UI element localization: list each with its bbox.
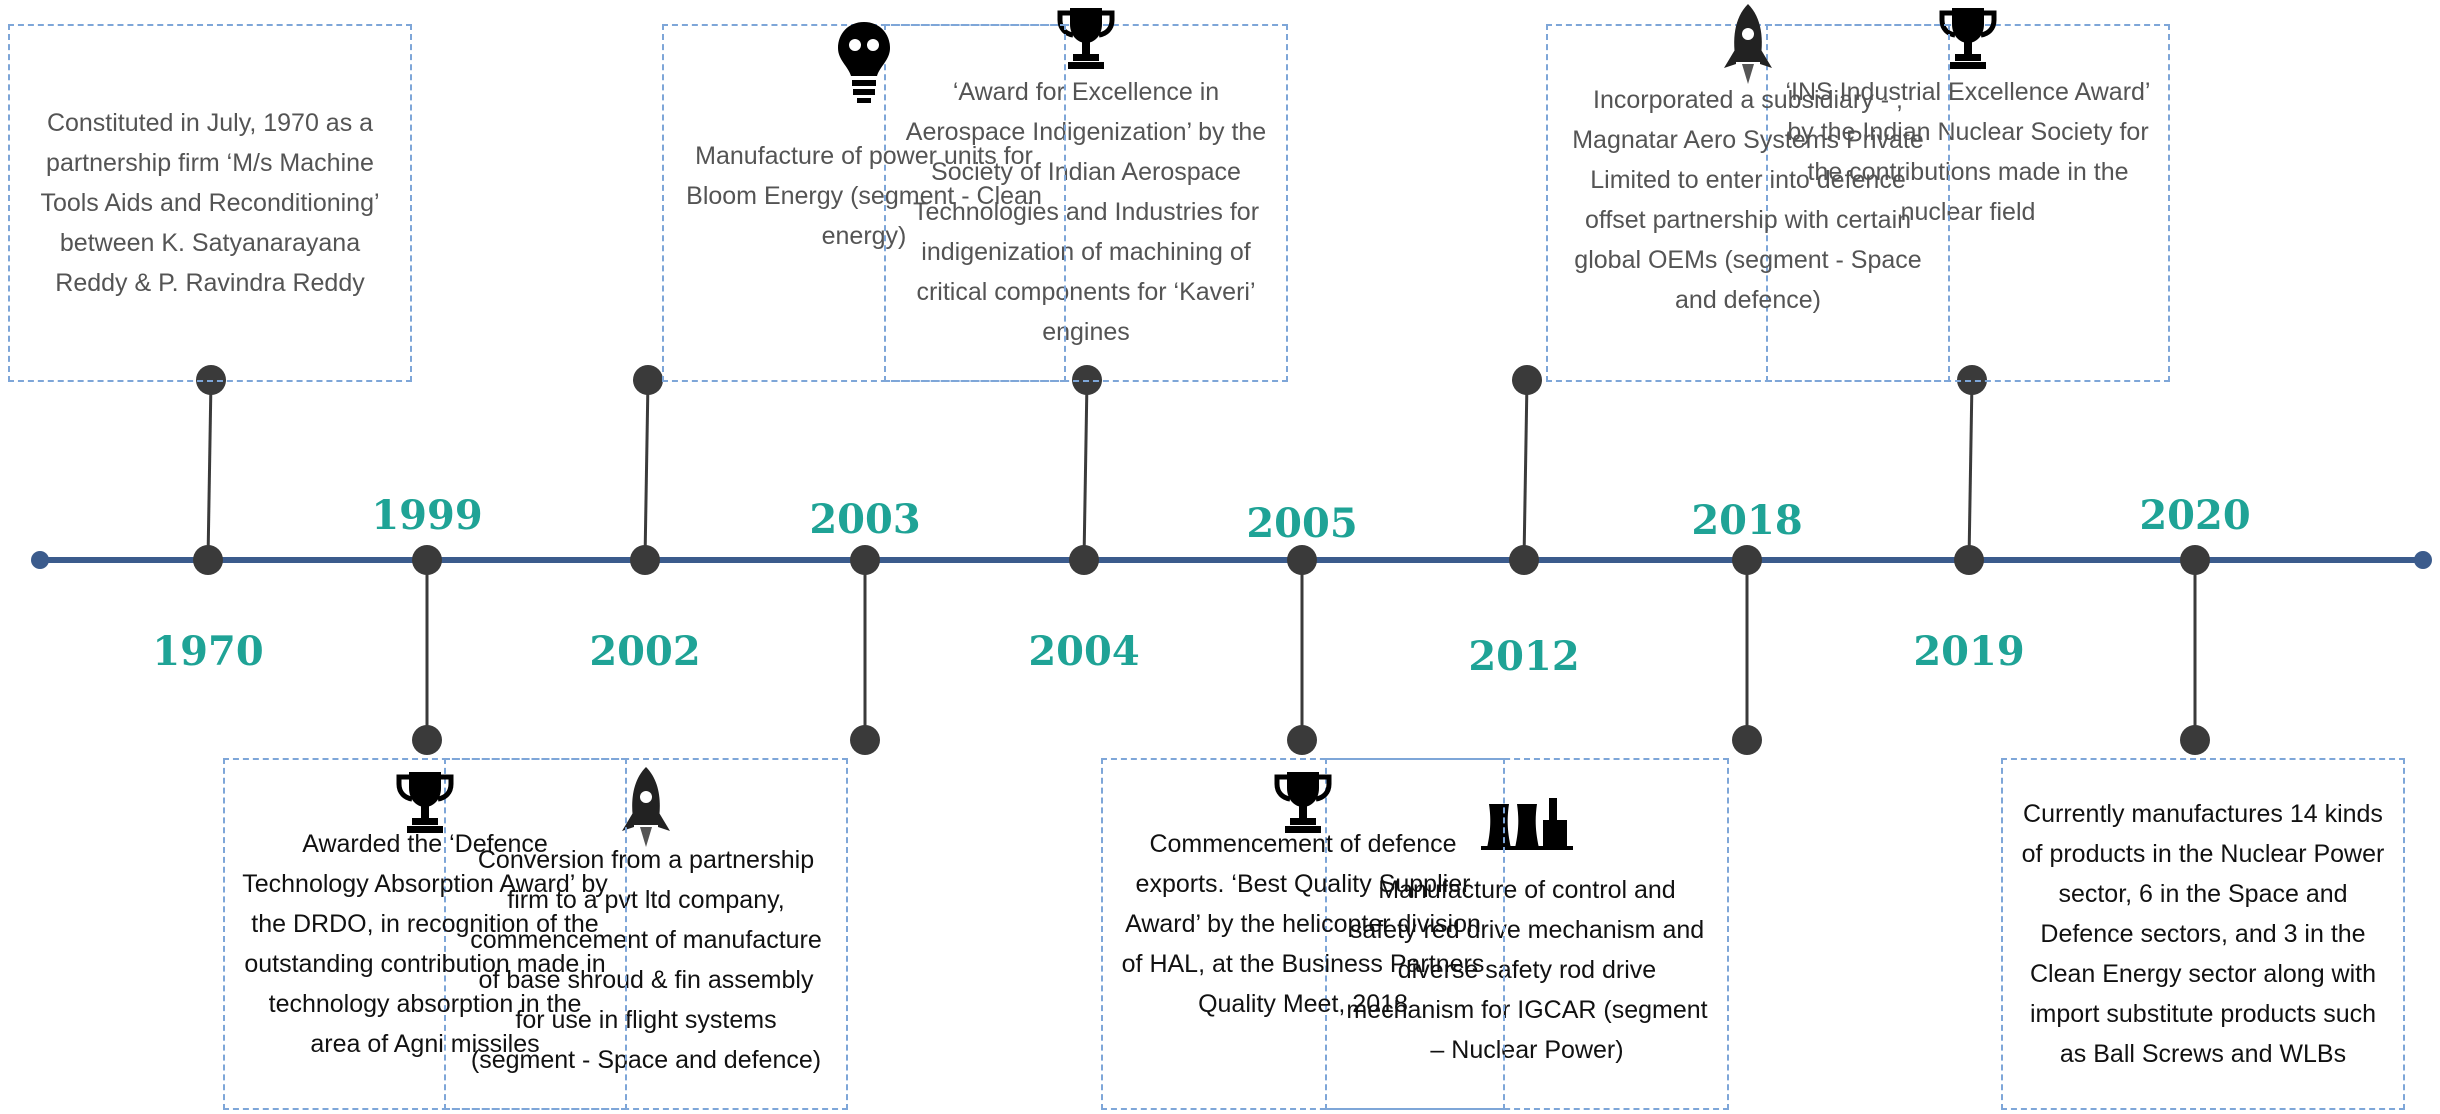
- connector-end-dot: [1287, 725, 1317, 755]
- connector-line: [1522, 379, 1529, 561]
- axis-event-dot: [412, 545, 442, 575]
- connector-line: [206, 379, 213, 561]
- axis-event-dot: [1732, 545, 1762, 575]
- axis-event-dot: [1509, 545, 1539, 575]
- event-card: Incorporated a subsidiary - , Magnatar A…: [1546, 24, 1950, 382]
- trophy-icon: [396, 772, 454, 833]
- year-label: 2002: [589, 628, 701, 675]
- year-label: 2012: [1468, 633, 1580, 680]
- axis-event-dot: [630, 545, 660, 575]
- event-description: Manufacture of control and safety red dr…: [1346, 876, 1708, 1064]
- axis-event-dot: [1954, 545, 1984, 575]
- year-label: 2004: [1028, 628, 1140, 675]
- year-label: 1999: [371, 492, 483, 539]
- year-label: 2005: [1246, 500, 1358, 547]
- connector-end-dot: [1512, 365, 1542, 395]
- connector-line: [643, 379, 650, 561]
- event-description: Incorporated a subsidiary - , Magnatar A…: [1572, 86, 1924, 314]
- event-card: ‘Award for Excellence in Aerospace Indig…: [884, 24, 1288, 382]
- event-description: Currently manufactures 14 kinds of produ…: [2021, 800, 2385, 1068]
- connector-line: [1967, 379, 1974, 561]
- event-description: Awarded the ‘Defence Technology Absorpti…: [242, 830, 608, 1058]
- connector-end-dot: [633, 365, 663, 395]
- event-description: ‘INS Industrial Excellence Award’ by the…: [1785, 78, 2151, 226]
- event-card: Manufacture of control and safety red dr…: [1325, 758, 1729, 1110]
- event-card: Commencement of defence exports. ‘Best Q…: [1101, 758, 1505, 1110]
- axis-end-dot: [2414, 551, 2432, 569]
- axis-event-dot: [2180, 545, 2210, 575]
- rocket-icon: [1724, 4, 1772, 84]
- axis-event-dot: [850, 545, 880, 575]
- event-card: Conversion from a partnership firm to a …: [444, 758, 848, 1110]
- connector-end-dot: [850, 725, 880, 755]
- lightbulb-icon: [838, 22, 890, 103]
- axis-start-dot: [31, 551, 49, 569]
- year-label: 1970: [152, 628, 264, 675]
- event-description: ‘Award for Excellence in Aerospace Indig…: [905, 78, 1267, 346]
- event-description: Conversion from a partnership firm to a …: [470, 846, 822, 1074]
- event-card: ‘INS Industrial Excellence Award’ by the…: [1766, 24, 2170, 382]
- trophy-icon: [1057, 8, 1115, 69]
- year-label: 2003: [809, 496, 921, 543]
- event-card: Constituted in July, 1970 as a partnersh…: [8, 24, 412, 382]
- trophy-icon: [1939, 8, 1997, 69]
- connector-end-dot: [1732, 725, 1762, 755]
- trophy-icon: [1274, 772, 1332, 833]
- connector-end-dot: [412, 725, 442, 755]
- axis-event-dot: [1069, 545, 1099, 575]
- axis-event-dot: [193, 545, 223, 575]
- event-description: Manufacture of power units for Bloom Ene…: [686, 142, 1042, 250]
- year-label: 2020: [2139, 492, 2251, 539]
- axis-event-dot: [1287, 545, 1317, 575]
- event-card: Currently manufactures 14 kinds of produ…: [2001, 758, 2405, 1110]
- event-description: Commencement of defence exports. ‘Best Q…: [1121, 830, 1485, 1018]
- connector-line: [1082, 379, 1089, 561]
- power-plant-icon: [1481, 798, 1573, 850]
- connector-end-dot: [2180, 725, 2210, 755]
- event-description: Constituted in July, 1970 as a partnersh…: [40, 109, 380, 297]
- year-label: 2018: [1691, 497, 1803, 544]
- event-card: Manufacture of power units for Bloom Ene…: [662, 24, 1066, 382]
- event-card: Awarded the ‘Defence Technology Absorpti…: [223, 758, 627, 1110]
- year-label: 2019: [1913, 628, 2025, 675]
